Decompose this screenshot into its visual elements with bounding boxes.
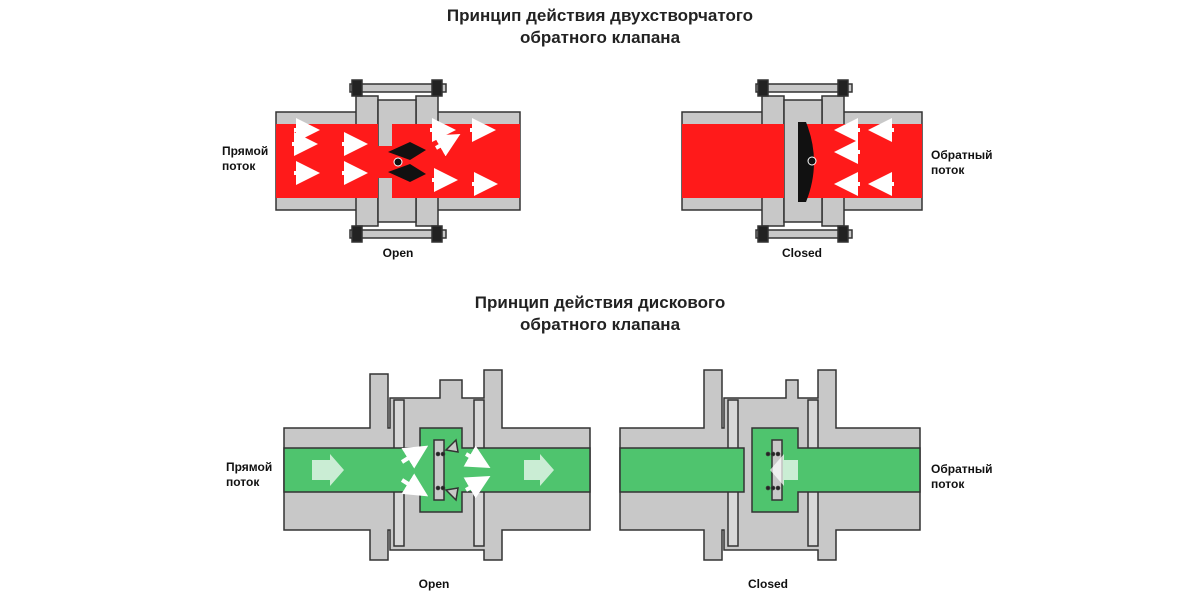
disc <box>433 439 445 501</box>
plate-upper <box>388 142 426 160</box>
bolt-bottom <box>755 229 853 239</box>
flow-arrows-top-left <box>292 118 498 196</box>
hinge-pin <box>807 156 817 166</box>
nut-top-left <box>757 79 769 97</box>
disc-title-line-1: Принцип действия дискового <box>474 293 726 312</box>
nut-bottom-right <box>431 225 443 243</box>
forward-flow-label-bottom: Прямой поток <box>226 460 273 489</box>
flow-red-left <box>682 124 784 198</box>
spring-upper <box>444 438 459 453</box>
flow-red-left <box>276 124 386 198</box>
flow-red-right <box>806 124 922 198</box>
flow-arrows-bottom-left <box>312 445 554 499</box>
bolt-bottom <box>349 229 447 239</box>
nut-bottom-left <box>757 225 769 243</box>
plates-closed <box>798 122 814 202</box>
plate-lower <box>388 164 426 182</box>
dual-plate-valve-open <box>275 79 521 243</box>
nut-top-right <box>431 79 443 97</box>
forward-flow-label-top: Прямой поток <box>222 144 269 173</box>
disc-valve-closed <box>619 369 921 561</box>
open-caption-top: Open <box>382 246 414 260</box>
flow-arrows-top-right <box>834 118 894 196</box>
spring-lower <box>444 487 459 502</box>
dual-plate-title-line-2: обратного клапана <box>519 28 681 47</box>
bolt-top <box>755 83 853 93</box>
dual-plate-valve-title: Принцип действия двухстворчатого обратно… <box>0 5 1200 49</box>
disc-title-line-2: обратного клапана <box>519 315 681 334</box>
nut-bottom-left <box>351 225 363 243</box>
flow-arrows-bottom-right <box>770 454 798 486</box>
closed-caption-bottom: Closed <box>747 577 788 591</box>
flow-green-left <box>619 447 745 493</box>
flow-red-right <box>386 124 520 198</box>
nut-top-right <box>837 79 849 97</box>
bolt-top <box>349 83 447 93</box>
disc-valve-title: Принцип действия дискового обратного кла… <box>0 292 1200 336</box>
reverse-flow-label-bottom: Обратный поток <box>931 462 993 491</box>
disc-valve-open <box>283 369 591 561</box>
hinge-pin <box>393 157 403 167</box>
nut-top-left <box>351 79 363 97</box>
dual-plate-title-line-1: Принцип действия двухстворчатого <box>446 6 754 25</box>
dual-plate-valve-closed <box>681 79 923 243</box>
closed-caption-top: Closed <box>781 246 822 260</box>
nut-bottom-right <box>837 225 849 243</box>
flow-green-right <box>751 427 921 513</box>
open-caption-bottom: Open <box>418 577 450 591</box>
reverse-flow-label-top: Обратный поток <box>931 148 993 177</box>
